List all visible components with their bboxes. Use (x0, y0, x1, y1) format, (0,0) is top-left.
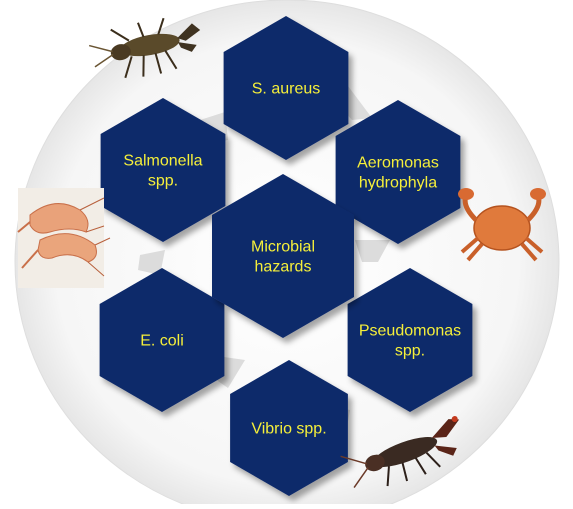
hazard-hexagon-salmonella-label: Salmonella (123, 153, 202, 170)
hazard-hexagon-vibrio-label: Vibrio spp. (251, 421, 326, 438)
hazard-hexagon-s-aureus-label: S. aureus (252, 81, 320, 98)
hazard-hexagon-aeromonas-label: hydrophyla (359, 175, 437, 192)
hazard-hexagon-pseudomonas-label: Pseudomonas (359, 323, 461, 340)
center-hexagon-microbial-hazards-label: Microbial (251, 239, 315, 256)
center-hexagon-microbial-hazards-label: hazards (255, 259, 312, 276)
shrimp-image (18, 188, 110, 288)
hazard-hexagon-aeromonas-label: Aeromonas (357, 155, 439, 172)
hazard-hexagon-salmonella-label: spp. (148, 173, 178, 190)
hazard-hexagon-e-coli-label: E. coli (140, 333, 184, 350)
hazard-hexagon-pseudomonas-label: spp. (395, 343, 425, 360)
